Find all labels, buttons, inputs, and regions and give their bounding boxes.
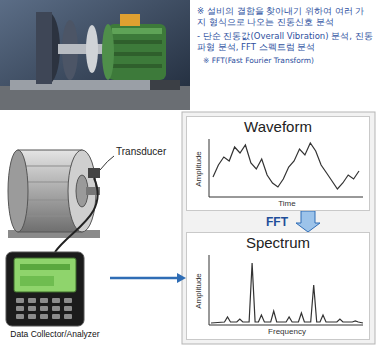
cable (55, 178, 98, 252)
connector (110, 273, 186, 283)
motor-drawing (8, 150, 100, 238)
connector (296, 211, 320, 232)
axis-label: Amplitude (194, 151, 203, 187)
device-label: Data Collector/Analyzer (2, 329, 108, 339)
note-text: ※ FFT(Fast Fourier Transform) (203, 56, 375, 66)
device-box: Data Collector/Analyzer (2, 250, 108, 343)
axis-label: Frequency (209, 327, 365, 336)
axis-label: Amplitude (194, 273, 203, 309)
transducer-symbol (88, 168, 100, 178)
axis-label: Time (209, 199, 365, 208)
machine-photo (0, 0, 190, 110)
part-name: Transducer (116, 146, 166, 157)
chart-title: Waveform (187, 118, 369, 135)
note-text: - 단순 진동값(Overall Vibration) 분석, 진동파형 분석,… (197, 31, 373, 53)
chart-box: WaveformAmplitudeTime (186, 116, 370, 211)
leader-line (100, 156, 114, 170)
edge-label: FFT (264, 215, 290, 229)
chart-panel (182, 112, 375, 344)
note-text: ※ 설비의 결함을 찾아내기 위하여 여러 가지 형식으로 나오는 진동신호 분… (197, 6, 373, 28)
chart-box: SpectrumAmplitudeFrequency (186, 232, 370, 340)
chart-title: Spectrum (187, 234, 369, 251)
analyzer-device (4, 250, 88, 328)
